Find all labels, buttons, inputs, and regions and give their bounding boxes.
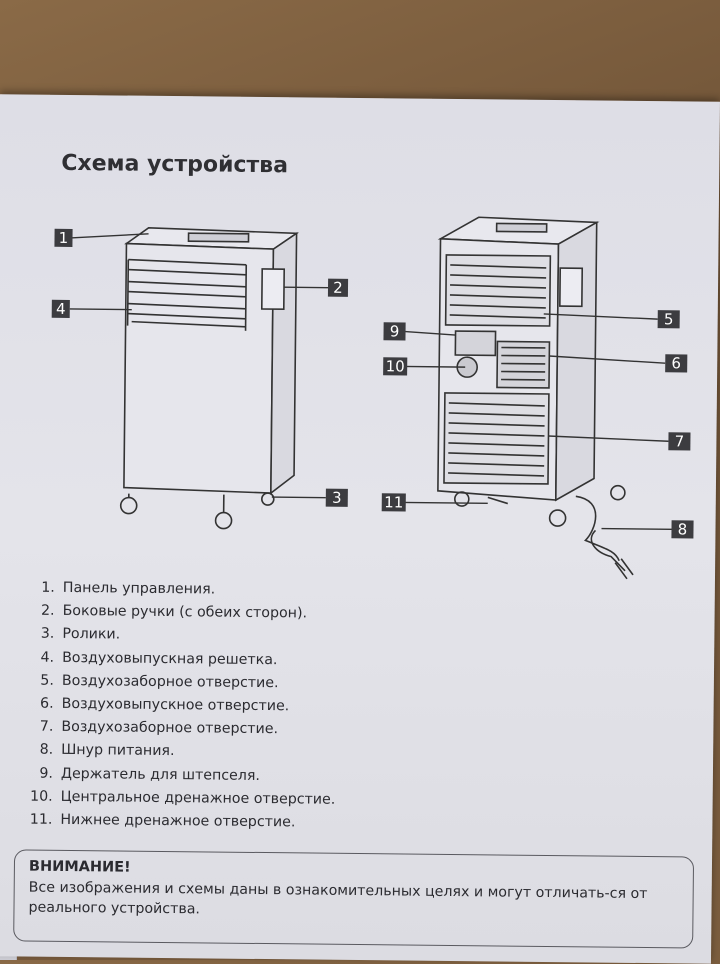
svg-text:4: 4 — [56, 300, 66, 318]
callout-6: 6 — [665, 354, 688, 373]
callout-3: 3 — [325, 488, 348, 507]
warning-text: Все изображения и схемы даны в ознакомит… — [28, 879, 648, 918]
svg-text:6: 6 — [671, 354, 681, 372]
device-diagram: 1 4 2 3 9 10 11 5 — [51, 216, 694, 580]
list-item: 5.Воздухозаборное отверстие. — [40, 672, 279, 691]
callout-5: 5 — [657, 310, 680, 329]
list-item: 4.Воздуховыпускная решетка. — [40, 649, 278, 668]
manual-page: Схема устройства — [0, 94, 720, 964]
list-item: 9.Держатель для штепселя. — [39, 765, 261, 784]
svg-text:3: 3 — [332, 489, 342, 507]
list-item: 10.Центральное дренажное отверстие. — [30, 788, 336, 808]
list-item: 6.Воздуховыпускное отверстие. — [40, 695, 290, 715]
list-item: 11.Нижнее дренажное отверстие. — [29, 811, 296, 831]
list-item: 8.Шнур питания. — [39, 741, 175, 760]
callout-11: 11 — [381, 493, 406, 512]
callout-4: 4 — [51, 299, 70, 318]
front-unit-illustration — [119, 226, 300, 530]
svg-text:8: 8 — [678, 520, 688, 538]
callout-8: 8 — [671, 520, 694, 539]
svg-text:9: 9 — [390, 322, 400, 340]
callout-2: 2 — [327, 278, 349, 297]
svg-text:11: 11 — [384, 493, 403, 511]
list-item: 2.Боковые ручки (с обеих сторон). — [40, 602, 308, 622]
leader-lines — [69, 233, 672, 530]
list-item: 1.Панель управления. — [41, 579, 216, 598]
warning-box: ВНИМАНИЕ! Все изображения и схемы даны в… — [13, 849, 695, 949]
svg-text:10: 10 — [386, 357, 405, 375]
callout-10: 10 — [383, 357, 408, 376]
rear-unit-illustration — [437, 216, 634, 580]
svg-text:5: 5 — [664, 310, 674, 328]
svg-text:1: 1 — [59, 229, 69, 247]
list-item: 7.Воздухозаборное отверстие. — [39, 718, 279, 738]
callout-7: 7 — [668, 432, 691, 451]
callout-9: 9 — [383, 322, 406, 341]
parts-list: 1.Панель управления. 2.Боковые ручки (с … — [22, 577, 337, 835]
callout-1: 1 — [54, 228, 73, 247]
svg-text:2: 2 — [333, 279, 343, 297]
list-item: 3.Ролики. — [40, 626, 121, 643]
svg-text:7: 7 — [675, 432, 685, 450]
